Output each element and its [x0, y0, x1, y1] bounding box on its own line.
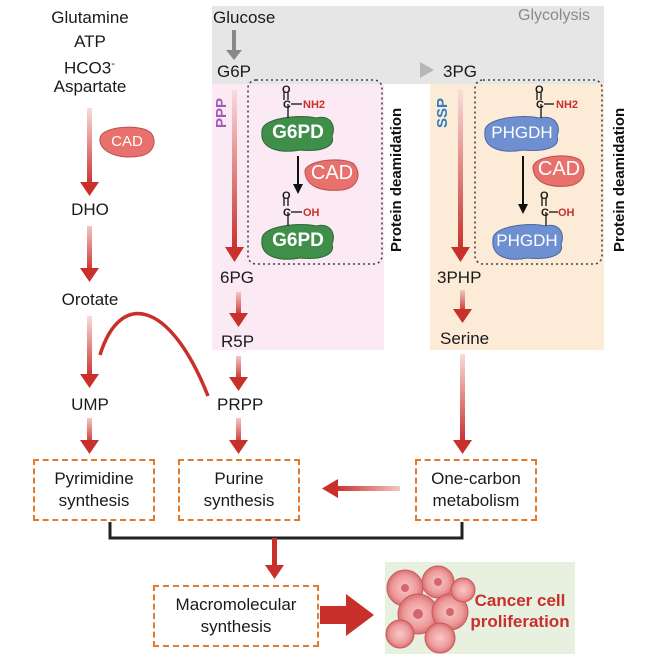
phgdh-blob-top	[484, 116, 559, 152]
node-3php: 3PHP	[437, 268, 482, 287]
cad-label-ssp: CAD	[537, 158, 581, 180]
hco3-text: HCO3	[64, 58, 112, 78]
glycolysis-title: Glycolysis	[518, 7, 591, 24]
acid-ppp-bottom: OH	[303, 207, 320, 219]
macromolecular-synthesis-box: Macromolecular synthesis	[153, 585, 319, 647]
macromolecular-synthesis-label: Macromolecular synthesis	[175, 595, 297, 636]
g6pd-label-top: G6PD	[272, 122, 324, 143]
pyrimidine-synthesis-box: Pyrimidine synthesis	[33, 459, 155, 521]
tiny-cad-label: CAD	[190, 17, 210, 27]
carbon-ssp-bottom: C	[541, 207, 549, 219]
amide-ssp-top: NH2	[556, 99, 579, 111]
node-6pg: 6PG	[220, 268, 255, 287]
phgdh-label-top: PHGDH	[491, 123, 553, 142]
carbonyl-o-ssp-bottom: O	[540, 190, 549, 202]
node-serine: Serine	[440, 329, 490, 348]
carbon-ssp-top: C	[536, 99, 544, 111]
g6pd-blob-top	[261, 116, 334, 152]
node-orotate: Orotate	[61, 290, 119, 309]
cancer-cells-illustration	[385, 565, 476, 654]
one-carbon-metabolism-box: One-carbon metabolism	[415, 459, 537, 521]
carbon-ppp-top: C	[283, 99, 291, 111]
node-r5p: R5P	[221, 332, 255, 351]
ssp-deamidation-frame	[474, 79, 603, 265]
ppp-deamidation-label: Protein deamidation	[388, 107, 405, 252]
input-glutamine: Glutamine	[51, 8, 129, 27]
input-aspartate: Aspartate	[53, 77, 127, 96]
node-ump: UMP	[71, 395, 109, 414]
node-g6p: G6P	[217, 62, 252, 81]
phgdh-label-bottom: PHGDH	[496, 231, 558, 250]
pyrimidine-synthesis-label: Pyrimidine synthesis	[54, 469, 134, 510]
ppp-deamidation-frame	[247, 79, 383, 265]
purine-synthesis-label: Purine synthesis	[203, 469, 275, 510]
cad-label-ppp: CAD	[310, 162, 354, 184]
node-dho: DHO	[71, 200, 109, 219]
acid-ssp-bottom: OH	[558, 207, 575, 219]
ppp-tag: PPP	[213, 97, 230, 128]
cad-blob-ppp	[304, 159, 359, 191]
hco3-charge: -	[111, 58, 115, 70]
ssp-tag: SSP	[434, 97, 451, 128]
ssp-deamidation-label: Protein deamidation	[611, 107, 628, 252]
cad-blob-left	[99, 126, 155, 158]
input-hco3: HCO3-	[64, 54, 115, 79]
cad-blob-ssp	[532, 155, 585, 187]
purine-synthesis-box: Purine synthesis	[178, 459, 300, 521]
node-glucose: Glucose	[213, 8, 276, 27]
g6pd-label-bottom: G6PD	[272, 230, 324, 251]
phgdh-blob-bottom	[492, 224, 563, 260]
one-carbon-metabolism-label: One-carbon metabolism	[431, 469, 521, 510]
carbonyl-o-ppp-bottom: O	[282, 190, 291, 202]
carbonyl-o-ssp-top: O	[535, 84, 544, 96]
outcome-label: Cancer cell proliferation	[470, 591, 570, 631]
amide-ppp-top: NH2	[303, 99, 326, 111]
node-prpp: PRPP	[217, 395, 264, 414]
carbonyl-o-ppp-top: O	[282, 84, 291, 96]
cad-label-left: CAD	[111, 133, 143, 150]
node-3pg: 3PG	[443, 62, 478, 81]
carbon-ppp-bottom: C	[283, 207, 291, 219]
g6pd-blob-bottom	[261, 224, 334, 260]
input-atp: ATP	[74, 32, 106, 51]
